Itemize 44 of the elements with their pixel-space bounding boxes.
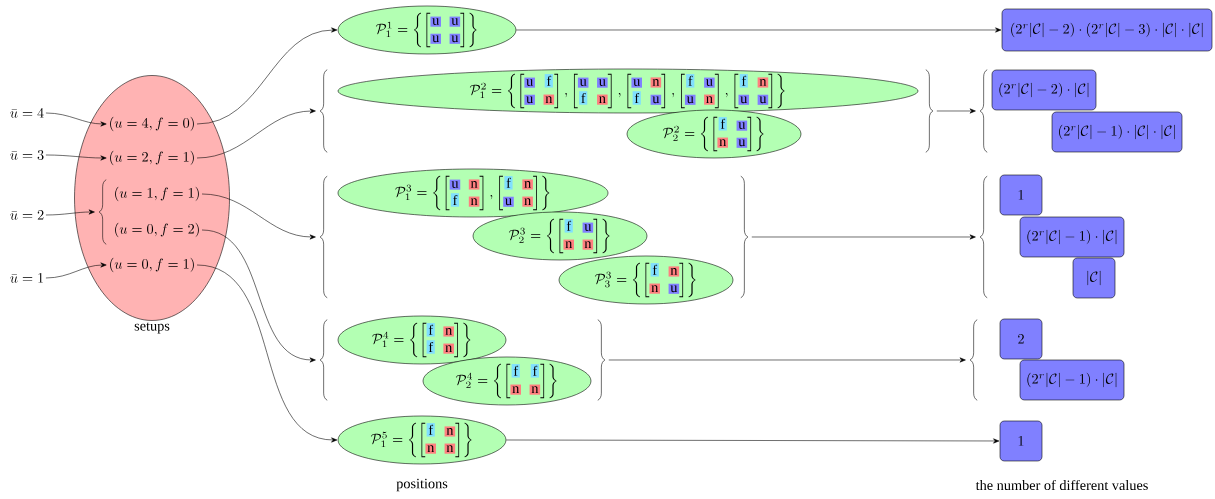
brace	[925, 69, 934, 153]
brace	[98, 179, 107, 245]
brace	[979, 69, 988, 153]
arrow	[196, 264, 338, 443]
formula-label: $\bar{u} = 2$	[10, 210, 44, 220]
setup-formula: $(u = 4, f = 0)$	[110, 116, 194, 132]
arrow	[936, 108, 976, 114]
arrow	[751, 234, 976, 240]
value-box: $(2^r|\mathcal{C}| - 1) \cdot |\mathcal{C}|$	[1019, 216, 1125, 258]
value-box: $1$	[999, 174, 1043, 216]
value-box: $(2^r|\mathcal{C}| - 2) \cdot |\mathcal{C}|$	[991, 69, 1097, 111]
brace	[319, 69, 328, 153]
arrow	[506, 438, 1000, 444]
arrow	[608, 357, 966, 363]
arrow	[196, 108, 316, 159]
brace	[319, 175, 328, 299]
setup-formula: $(u = 0, f = 1)$	[110, 257, 194, 273]
value-box: $(2^r|\mathcal{C}| - 1) \cdot |\mathcal{C}| \cdot |\mathcal{C}|$	[1051, 111, 1183, 153]
value-box: $(2^r|\mathcal{C}| - 2) \cdot (2^r|\mathcal{C}| - 3) \cdot |\mathcal{C}| \cdot |\mathcal{C}|$	[1001, 8, 1213, 52]
brace	[740, 175, 749, 299]
value-box: $2$	[999, 318, 1043, 360]
setup-formula: $(u = 2, f = 1)$	[110, 150, 194, 166]
brace	[969, 319, 978, 401]
value-box: $|\mathcal{C}|$	[1072, 257, 1116, 299]
caption-text: positions	[396, 478, 448, 492]
arrow	[45, 209, 95, 216]
arrow	[45, 154, 107, 161]
formula-label: $\bar{u} = 3$	[10, 150, 44, 160]
brace	[979, 175, 988, 299]
brace	[319, 319, 328, 401]
caption-text: the number of different values	[975, 479, 1148, 491]
arrow	[201, 229, 316, 363]
arrow	[45, 112, 107, 127]
formula-label: $\bar{u} = 4$	[10, 107, 44, 118]
value-box: $(2^r|\mathcal{C}| - 1) \cdot |\mathcal{C}|$	[1019, 359, 1125, 401]
arrow	[201, 193, 316, 240]
setup-formula: $(u = 1, f = 1)$	[115, 186, 199, 202]
value-box: $1$	[999, 420, 1043, 462]
brace	[597, 319, 606, 401]
setup-formula: $(u = 0, f = 2)$	[115, 222, 199, 238]
formula-label: $\bar{u} = 1$	[10, 273, 43, 283]
node-label: setups	[134, 322, 170, 334]
arrow	[45, 262, 107, 279]
arrow	[516, 27, 1002, 33]
